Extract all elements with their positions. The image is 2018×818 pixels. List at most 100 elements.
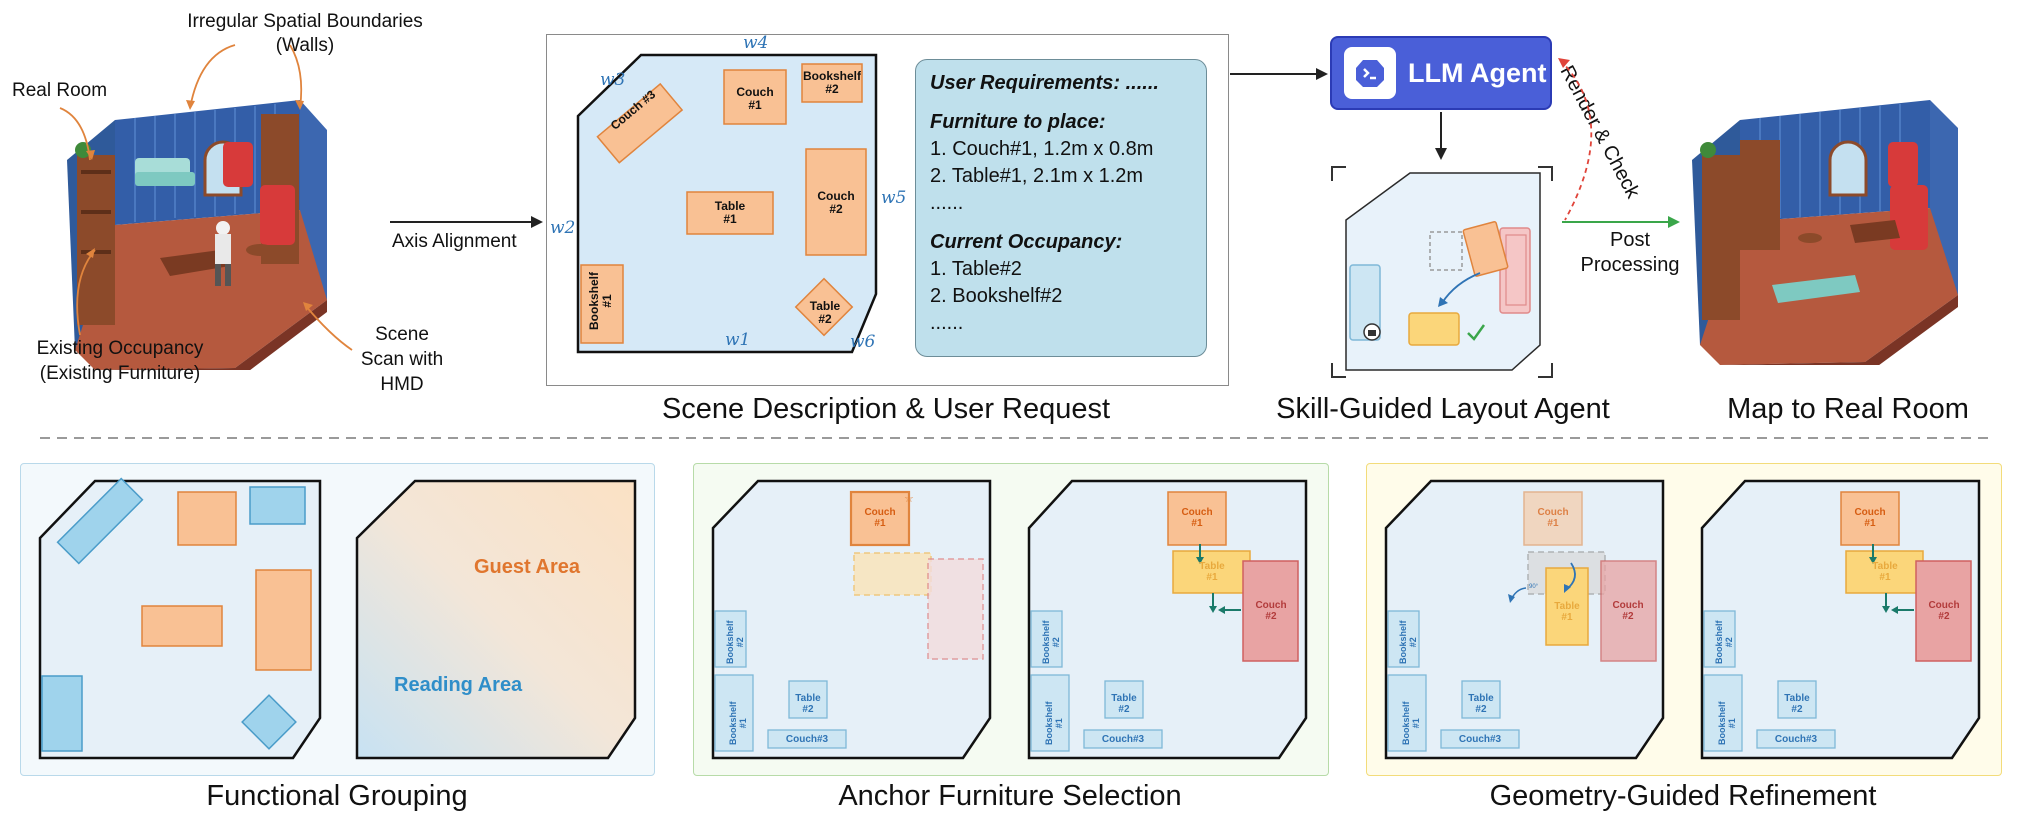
- geo-couch2-label: Couch#2: [1612, 600, 1643, 622]
- geo-table2-label: Table#2: [1468, 693, 1493, 715]
- anchor-table2b-label: Table#2: [1111, 693, 1136, 715]
- geo-bookshelf2b-label: Bookshelf#2: [1714, 620, 1734, 664]
- occupancy-heading: Current Occupancy:: [930, 231, 1123, 253]
- occupancy-item: ......: [930, 312, 964, 334]
- anchor-bookshelf2b-line1: Bookshelf: [1041, 620, 1051, 664]
- geo-couch2b-label: Couch#2: [1928, 600, 1959, 622]
- anchor-bookshelf2-line2: #2: [735, 637, 745, 648]
- anchor-couch1b-label: Couch#1: [1181, 507, 1212, 529]
- anchor-selection-caption: Anchor Furniture Selection: [838, 780, 1182, 812]
- scene-table2-line2: #2: [818, 312, 832, 326]
- real-room-label: Real Room: [12, 80, 108, 101]
- anchor-table2-line2: #2: [802, 704, 814, 715]
- geo-table2-line1: Table: [1468, 693, 1494, 704]
- geo-couch2b-line2: #2: [1938, 611, 1950, 622]
- geometry-refinement-caption: Geometry-Guided Refinement: [1489, 780, 1877, 812]
- wall-w2-label: w2: [550, 218, 576, 238]
- axis-alignment-label: Axis Alignment: [392, 231, 517, 252]
- existing-occupancy-line2: (Existing Furniture): [39, 363, 201, 384]
- post-processing-label: Post Processing: [1581, 228, 1680, 278]
- geo-table1-line1: Table: [1554, 601, 1580, 612]
- geo-bookshelf2b-line2: #2: [1724, 637, 1734, 648]
- anchor-couch1b-line1: Couch: [1181, 507, 1213, 518]
- irregular-boundaries-line2: (Walls): [275, 35, 335, 56]
- geo-couch2-line1: Couch: [1612, 600, 1644, 611]
- llm-agent-box: LLM Agent: [1330, 36, 1552, 110]
- geo-table2b-line1: Table: [1784, 693, 1810, 704]
- geo-bookshelf2-line1: Bookshelf: [1398, 620, 1408, 664]
- anchor-bookshelf1-line2: #1: [738, 718, 748, 729]
- anchor-bookshelf2b-line2: #2: [1051, 637, 1061, 648]
- post-processing-line1: Post: [1609, 229, 1651, 251]
- geo-table1b-line2: #1: [1879, 572, 1891, 583]
- geo-couch1b-line1: Couch: [1854, 507, 1886, 518]
- anchor-bookshelf2-label: Bookshelf#2: [725, 620, 745, 664]
- wall-w3-label: w3: [600, 70, 626, 90]
- post-processing-line2: Processing: [1580, 254, 1680, 276]
- scene-couch2-line2: #2: [829, 202, 843, 216]
- anchor-couch1-label: Couch#1: [864, 507, 895, 529]
- geo-table1-label: Table#1: [1554, 601, 1579, 623]
- geo-bookshelf1-line2: #1: [1411, 718, 1421, 729]
- requirements-heading: User Requirements: ......: [930, 72, 1159, 94]
- scene-scan-line3: HMD: [380, 374, 424, 395]
- scene-bookshelf2-line1: Bookshelf: [802, 69, 862, 83]
- occupancy-item: 1. Table#2: [930, 258, 1022, 280]
- geometry-refinement-diagram: [1384, 479, 1981, 760]
- anchor-table2-line1: Table: [795, 693, 821, 704]
- geo-table1b-line1: Table: [1872, 561, 1898, 572]
- svg-text:☆: ☆: [904, 493, 914, 505]
- scene-scan-line2: Scan with: [360, 349, 444, 370]
- anchor-bookshelf1-line1: Bookshelf: [728, 701, 738, 745]
- anchor-bookshelf2b-label: Bookshelf#2: [1041, 620, 1061, 664]
- geo-table2b-label: Table#2: [1784, 693, 1809, 715]
- wall-w6-label: w6: [850, 332, 876, 352]
- scene-table1-line1: Table: [714, 199, 746, 213]
- geo-table2b-line2: #2: [1791, 704, 1803, 715]
- scene-scan-line1: Scene: [375, 324, 429, 345]
- anchor-couch2-label: Couch#2: [1255, 600, 1286, 622]
- furniture-item: 2. Table#1, 2.1m x 1.2m: [930, 165, 1144, 187]
- geo-table2-line2: #2: [1475, 704, 1487, 715]
- existing-occupancy-line1: Existing Occupancy: [36, 338, 204, 359]
- anchor-couch1-line2: #1: [874, 518, 886, 529]
- geo-couch3-label: Couch#3: [1458, 734, 1502, 745]
- functional-grouping-diagram: [38, 477, 637, 760]
- geo-couch1b-label: Couch#1: [1854, 507, 1885, 529]
- anchor-selection-diagram: ☆: [711, 479, 1308, 760]
- geo-couch1-line1: Couch: [1537, 507, 1569, 518]
- rotation-angle-label: 90°: [1529, 584, 1539, 590]
- anchor-table2-label: Table#2: [795, 693, 820, 715]
- anchor-couch3-label: Couch#3: [785, 734, 829, 745]
- scene-bookshelf2-label: Bookshelf#2: [803, 70, 861, 96]
- occupancy-item: 2. Bookshelf#2: [930, 285, 1063, 307]
- geo-couch1-line2: #1: [1547, 518, 1559, 529]
- geo-bookshelf2b-line1: Bookshelf: [1714, 620, 1724, 664]
- scene-couch2-line1: Couch: [817, 189, 855, 203]
- geo-couch2-line2: #2: [1622, 611, 1634, 622]
- furniture-item: 1. Couch#1, 1.2m x 0.8m: [930, 138, 1154, 160]
- scene-table2-label: Table#2: [810, 300, 840, 326]
- skill-guided-caption: Skill-Guided Layout Agent: [1276, 393, 1610, 425]
- llm-agent-icon: [1344, 47, 1396, 99]
- scene-couch1-line1: Couch: [736, 85, 774, 99]
- scene-table2-line1: Table: [809, 299, 841, 313]
- anchor-bookshelf1b-line2: #1: [1054, 718, 1064, 729]
- anchor-table1-line2: #1: [1206, 572, 1218, 583]
- anchor-couch3b-label: Couch#3: [1101, 734, 1145, 745]
- scene-bookshelf2-line2: #2: [825, 82, 839, 96]
- scene-couch1-label: Couch#1: [736, 86, 773, 112]
- geo-table1b-label: Table#1: [1872, 561, 1897, 583]
- map-real-room-caption: Map to Real Room: [1727, 393, 1969, 425]
- user-requirements-box: User Requirements: ...... Furniture to p…: [915, 59, 1207, 357]
- geo-bookshelf1-line1: Bookshelf: [1401, 701, 1411, 745]
- wall-w1-label: w1: [725, 330, 751, 350]
- real-room-illustration: [67, 100, 327, 370]
- geo-table1-line2: #1: [1561, 612, 1573, 623]
- existing-occupancy-label: Existing Occupancy (Existing Furniture): [37, 336, 204, 386]
- scene-floor-plan: [576, 53, 878, 354]
- geo-bookshelf1b-line2: #1: [1727, 718, 1737, 729]
- anchor-bookshelf1b-label: Bookshelf#1: [1044, 701, 1064, 745]
- scene-couch1-line2: #1: [748, 98, 762, 112]
